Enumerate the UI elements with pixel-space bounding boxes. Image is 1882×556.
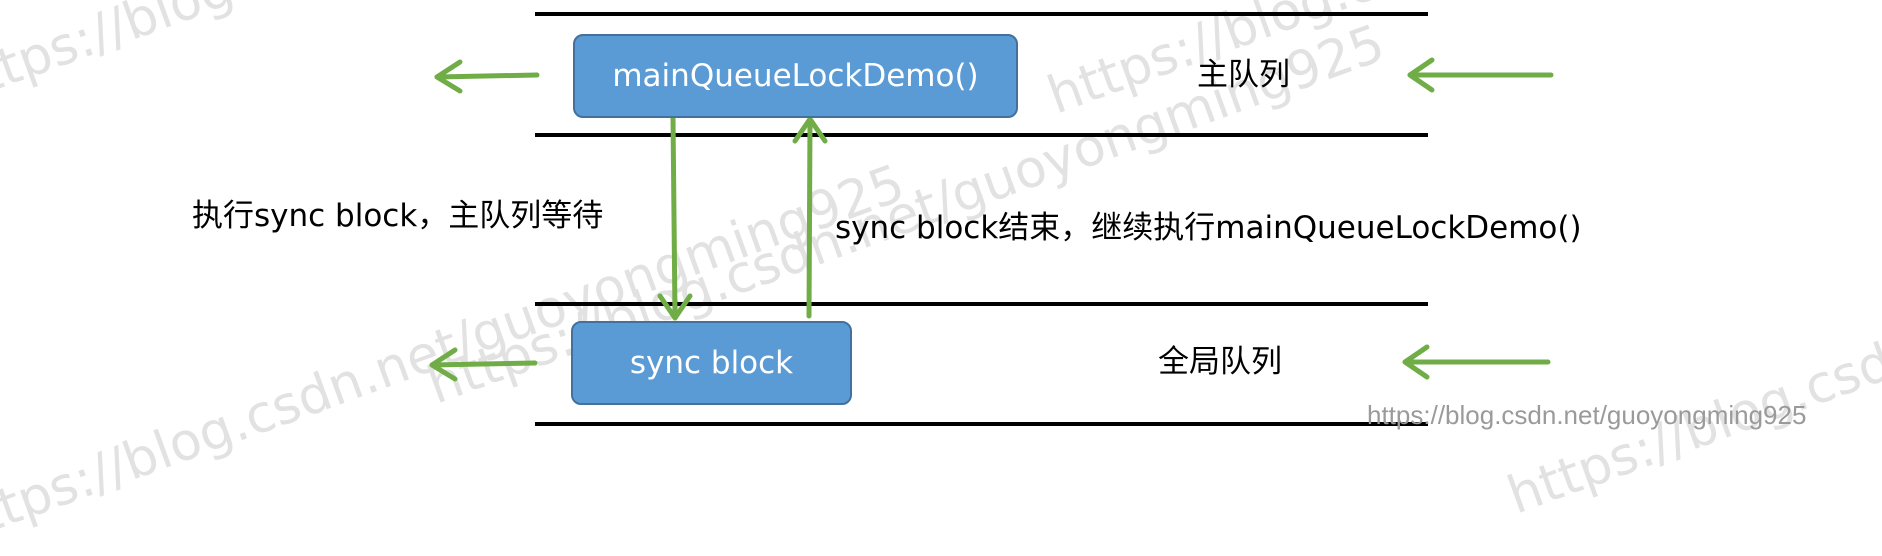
- global-queue-out-arrow: [429, 347, 538, 382]
- lane-line-top: [535, 12, 1428, 16]
- global-queue-label: 全局队列: [1158, 344, 1282, 380]
- lane-line-global-top: [535, 302, 1428, 306]
- annotation-sync-finished: sync block结束，继续执行mainQueueLockDemo(): [835, 210, 1582, 246]
- down-arrow-to-sync: [657, 114, 693, 321]
- lane-line-main-bottom: [535, 133, 1428, 137]
- global-queue-in-arrow: [1402, 344, 1551, 380]
- lane-line-bottom: [535, 422, 1428, 426]
- sync-block-box: sync block: [571, 321, 852, 405]
- main-queue-out-arrow: [434, 59, 540, 94]
- credit-watermark: https://blog.csdn.net/guoyongming925: [1367, 400, 1807, 430]
- arrows-layer: [429, 57, 1554, 382]
- main-queue-in-arrow: [1407, 57, 1554, 93]
- annotation-execute-sync: 执行sync block，主队列等待: [192, 198, 604, 234]
- main-queue-lock-demo-box: mainQueueLockDemo(): [573, 34, 1018, 118]
- up-arrow-to-main: [792, 116, 828, 319]
- main-queue-label: 主队列: [1197, 57, 1290, 93]
